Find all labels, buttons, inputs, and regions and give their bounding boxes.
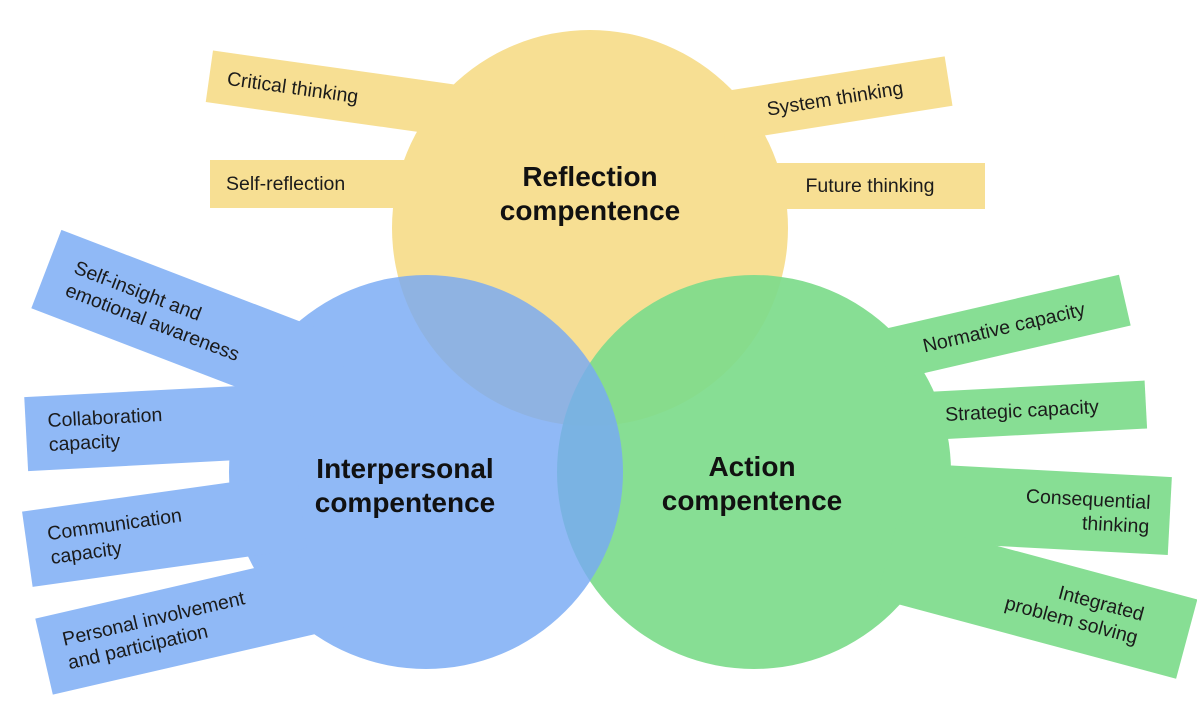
- spoke-label: thinking: [1081, 512, 1150, 538]
- action-title: Action compentence: [602, 450, 902, 518]
- title-line: Interpersonal: [316, 453, 494, 484]
- spoke-label: Future thinking: [805, 175, 935, 197]
- title-line: Action: [708, 451, 796, 482]
- spoke-label: Consequential: [1025, 485, 1152, 514]
- spoke-label: System thinking: [765, 77, 905, 121]
- title-line: Reflection: [522, 161, 658, 192]
- spoke-self-reflection: Self-reflection: [210, 160, 491, 208]
- spoke-future-thinking: Future thinking: [755, 163, 985, 209]
- title-line: compentence: [499, 195, 681, 226]
- reflection-title: Reflection compentence: [440, 160, 740, 228]
- interpersonal-title: Interpersonal compentence: [255, 452, 555, 520]
- spoke-system-thinking: System thinking: [717, 56, 953, 142]
- spoke-label: Normative capacity: [920, 298, 1088, 358]
- spoke-label: Critical thinking: [225, 67, 360, 109]
- spoke-normative-capacity: Normative capacity: [877, 274, 1131, 382]
- spoke-label: Self-reflection: [226, 173, 346, 195]
- spoke-critical-thinking: Critical thinking: [205, 50, 494, 142]
- spoke-strategic-capacity: Strategic capacity: [896, 380, 1148, 442]
- spoke-label: Strategic capacity: [944, 395, 1100, 427]
- title-line: compentence: [661, 485, 843, 516]
- title-line: compentence: [314, 487, 496, 518]
